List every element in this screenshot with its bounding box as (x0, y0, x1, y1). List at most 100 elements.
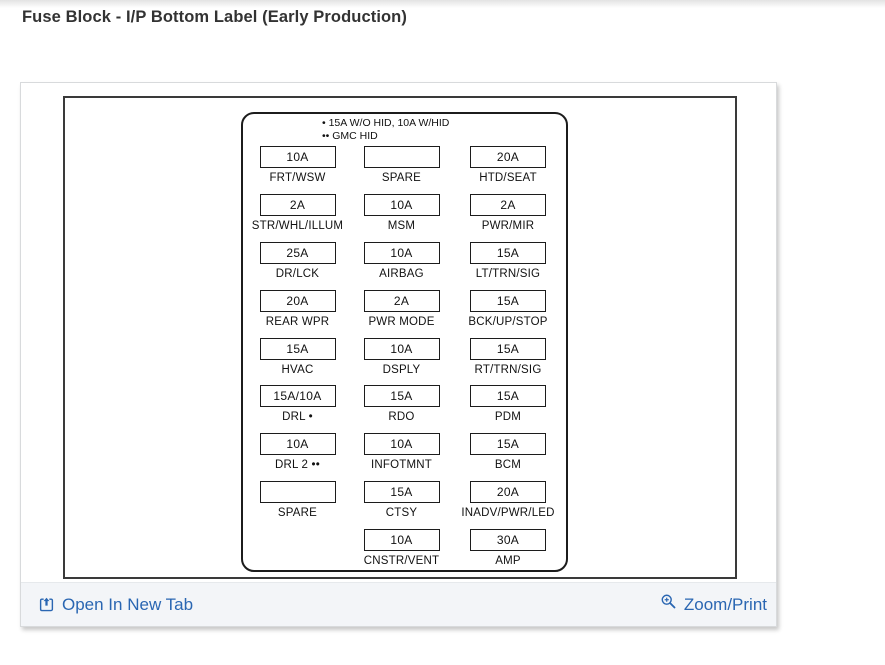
fuse-box: 10A (363, 242, 440, 264)
fuse-label: AIRBAG (379, 268, 424, 280)
fuse-amp-rating: 10A (390, 198, 413, 212)
fuse-cell: 25A DR/LCK (243, 242, 352, 280)
fuse-cell: 20A HTD/SEAT (452, 146, 564, 184)
fuse-label: CNSTR/VENT (363, 555, 440, 567)
fuse-label: RDO (388, 411, 415, 423)
fuse-label: FRT/WSW (269, 172, 326, 184)
fuse-label: HTD/SEAT (479, 172, 537, 184)
fuse-label: SPARE (277, 507, 318, 519)
fuse-label: BCK/UP/STOP (468, 316, 548, 328)
fuse-amp-rating: 15A (496, 342, 520, 356)
fuse-box: 15A (363, 481, 440, 503)
fuse-cell: 15A PDM (452, 385, 564, 423)
fuse-amp-rating: 2A (500, 198, 516, 212)
fuse-amp-rating: 10A (390, 533, 413, 547)
fuse-amp-rating: 2A (289, 198, 306, 212)
fuse-box: 10A (363, 338, 440, 360)
fuse-label: PWR/MIR (481, 220, 535, 232)
diagram-notes: • 15A W/O HID, 10A W/HID •• GMC HID (322, 117, 449, 143)
fuse-box: 2A (470, 194, 546, 216)
fuse-cell: 2A PWR/MIR (452, 194, 564, 232)
fuse-amp-rating: 10A (286, 437, 309, 451)
fuse-label: REAR WPR (265, 316, 330, 328)
fuse-box: 15A/10A (259, 385, 336, 407)
fuse-cell: 10A DRL 2 •• (243, 433, 352, 471)
fuse-amp-rating: 10A (286, 150, 309, 164)
fuse-label: INFOTMNT (370, 459, 432, 471)
fuse-box: 15A (470, 242, 546, 264)
fuse-box: 20A (259, 290, 336, 312)
fuse-amp-rating: 15A (390, 485, 413, 499)
fuse-box: 25A (259, 242, 336, 264)
fuse-box: 10A (363, 433, 440, 455)
fuse-label: SPARE (381, 172, 422, 184)
fuse-box: 10A (363, 529, 440, 551)
open-in-new-tab-icon (39, 597, 54, 612)
fuse-label: LT/TRN/SIG (475, 268, 541, 280)
fuse-box: 20A (470, 146, 546, 168)
fuse-cell: 20A REAR WPR (243, 290, 352, 328)
note-line: •• GMC HID (322, 130, 378, 142)
fuse-cell: 2A PWR MODE (347, 290, 456, 328)
fuse-amp-rating: 20A (496, 485, 520, 499)
fuse-cell: 15A CTSY (347, 481, 456, 519)
zoom-print-label: Zoom/Print (683, 594, 767, 614)
fuse-cell: 2A STR/WHL/ILLUM (243, 194, 352, 232)
panel-toolbar: Open In New Tab Zoom/Print (21, 582, 776, 626)
fuse-amp-rating: 15A (496, 389, 520, 403)
open-in-new-tab-label: Open In New Tab (62, 594, 194, 614)
fuse-amp-rating: 15A (390, 389, 413, 403)
fuse-amp-rating: 15A (496, 246, 520, 260)
fuse-cell: SPARE (243, 481, 352, 519)
fuse-amp-rating: 15A (286, 342, 309, 356)
fuse-box: 15A (470, 290, 546, 312)
fuse-cell: 15A RDO (347, 385, 456, 423)
fuse-label: BCM (494, 459, 522, 471)
fuse-label: DSPLY (382, 364, 421, 376)
fuse-block-outline: • 15A W/O HID, 10A W/HID •• GMC HID 10A F… (241, 112, 568, 572)
fuse-diagram-image: • 15A W/O HID, 10A W/HID •• GMC HID 10A F… (63, 96, 737, 579)
note-line: • 15A W/O HID, 10A W/HID (322, 117, 450, 129)
fuse-label: DRL 2 •• (274, 459, 321, 471)
fuse-label: DR/LCK (275, 268, 320, 280)
fuse-cell: SPARE (347, 146, 456, 184)
fuse-amp-rating: 25A (286, 246, 309, 260)
fuse-box: 15A (363, 385, 440, 407)
fuse-box: 20A (470, 481, 546, 503)
page-title: Fuse Block - I/P Bottom Label (Early Pro… (22, 8, 407, 26)
fuse-box: 10A (363, 194, 440, 216)
fuse-cell: 15A LT/TRN/SIG (452, 242, 564, 280)
open-in-new-tab-link[interactable]: Open In New Tab (38, 595, 193, 615)
fuse-amp-rating: 20A (286, 294, 309, 308)
fuse-box: 30A (470, 529, 546, 551)
fuse-cell: 15A BCM (452, 433, 564, 471)
page-top-shadow (0, 0, 885, 8)
fuse-label: PDM (494, 411, 522, 423)
fuse-cell: 10A AIRBAG (347, 242, 456, 280)
fuse-box: 2A (259, 194, 336, 216)
fuse-box: 10A (259, 146, 336, 168)
fuse-cell: 10A MSM (347, 194, 456, 232)
fuse-cell: 10A FRT/WSW (243, 146, 352, 184)
fuse-label: PWR MODE (368, 316, 435, 328)
fuse-amp-rating: 15A/10A (273, 389, 322, 403)
zoom-in-icon (661, 594, 676, 609)
fuse-label: AMP (495, 555, 521, 567)
diagram-panel: • 15A W/O HID, 10A W/HID •• GMC HID 10A F… (20, 82, 777, 627)
fuse-amp-rating: 30A (496, 533, 520, 547)
fuse-box: 15A (470, 433, 546, 455)
fuse-amp-rating: 10A (390, 342, 413, 356)
fuse-amp-rating: 10A (390, 437, 413, 451)
fuse-label: MSM (387, 220, 416, 232)
fuse-amp-rating: 10A (390, 246, 413, 260)
fuse-label: CTSY (385, 507, 418, 519)
fuse-cell: 10A INFOTMNT (347, 433, 456, 471)
zoom-print-link[interactable]: Zoom/Print (660, 595, 767, 615)
fuse-box (363, 146, 440, 168)
fuse-amp-rating: 2A (393, 294, 410, 308)
fuse-box: 2A (363, 290, 440, 312)
fuse-amp-rating: 15A (496, 437, 520, 451)
fuse-label: STR/WHL/ILLUM (251, 220, 344, 232)
